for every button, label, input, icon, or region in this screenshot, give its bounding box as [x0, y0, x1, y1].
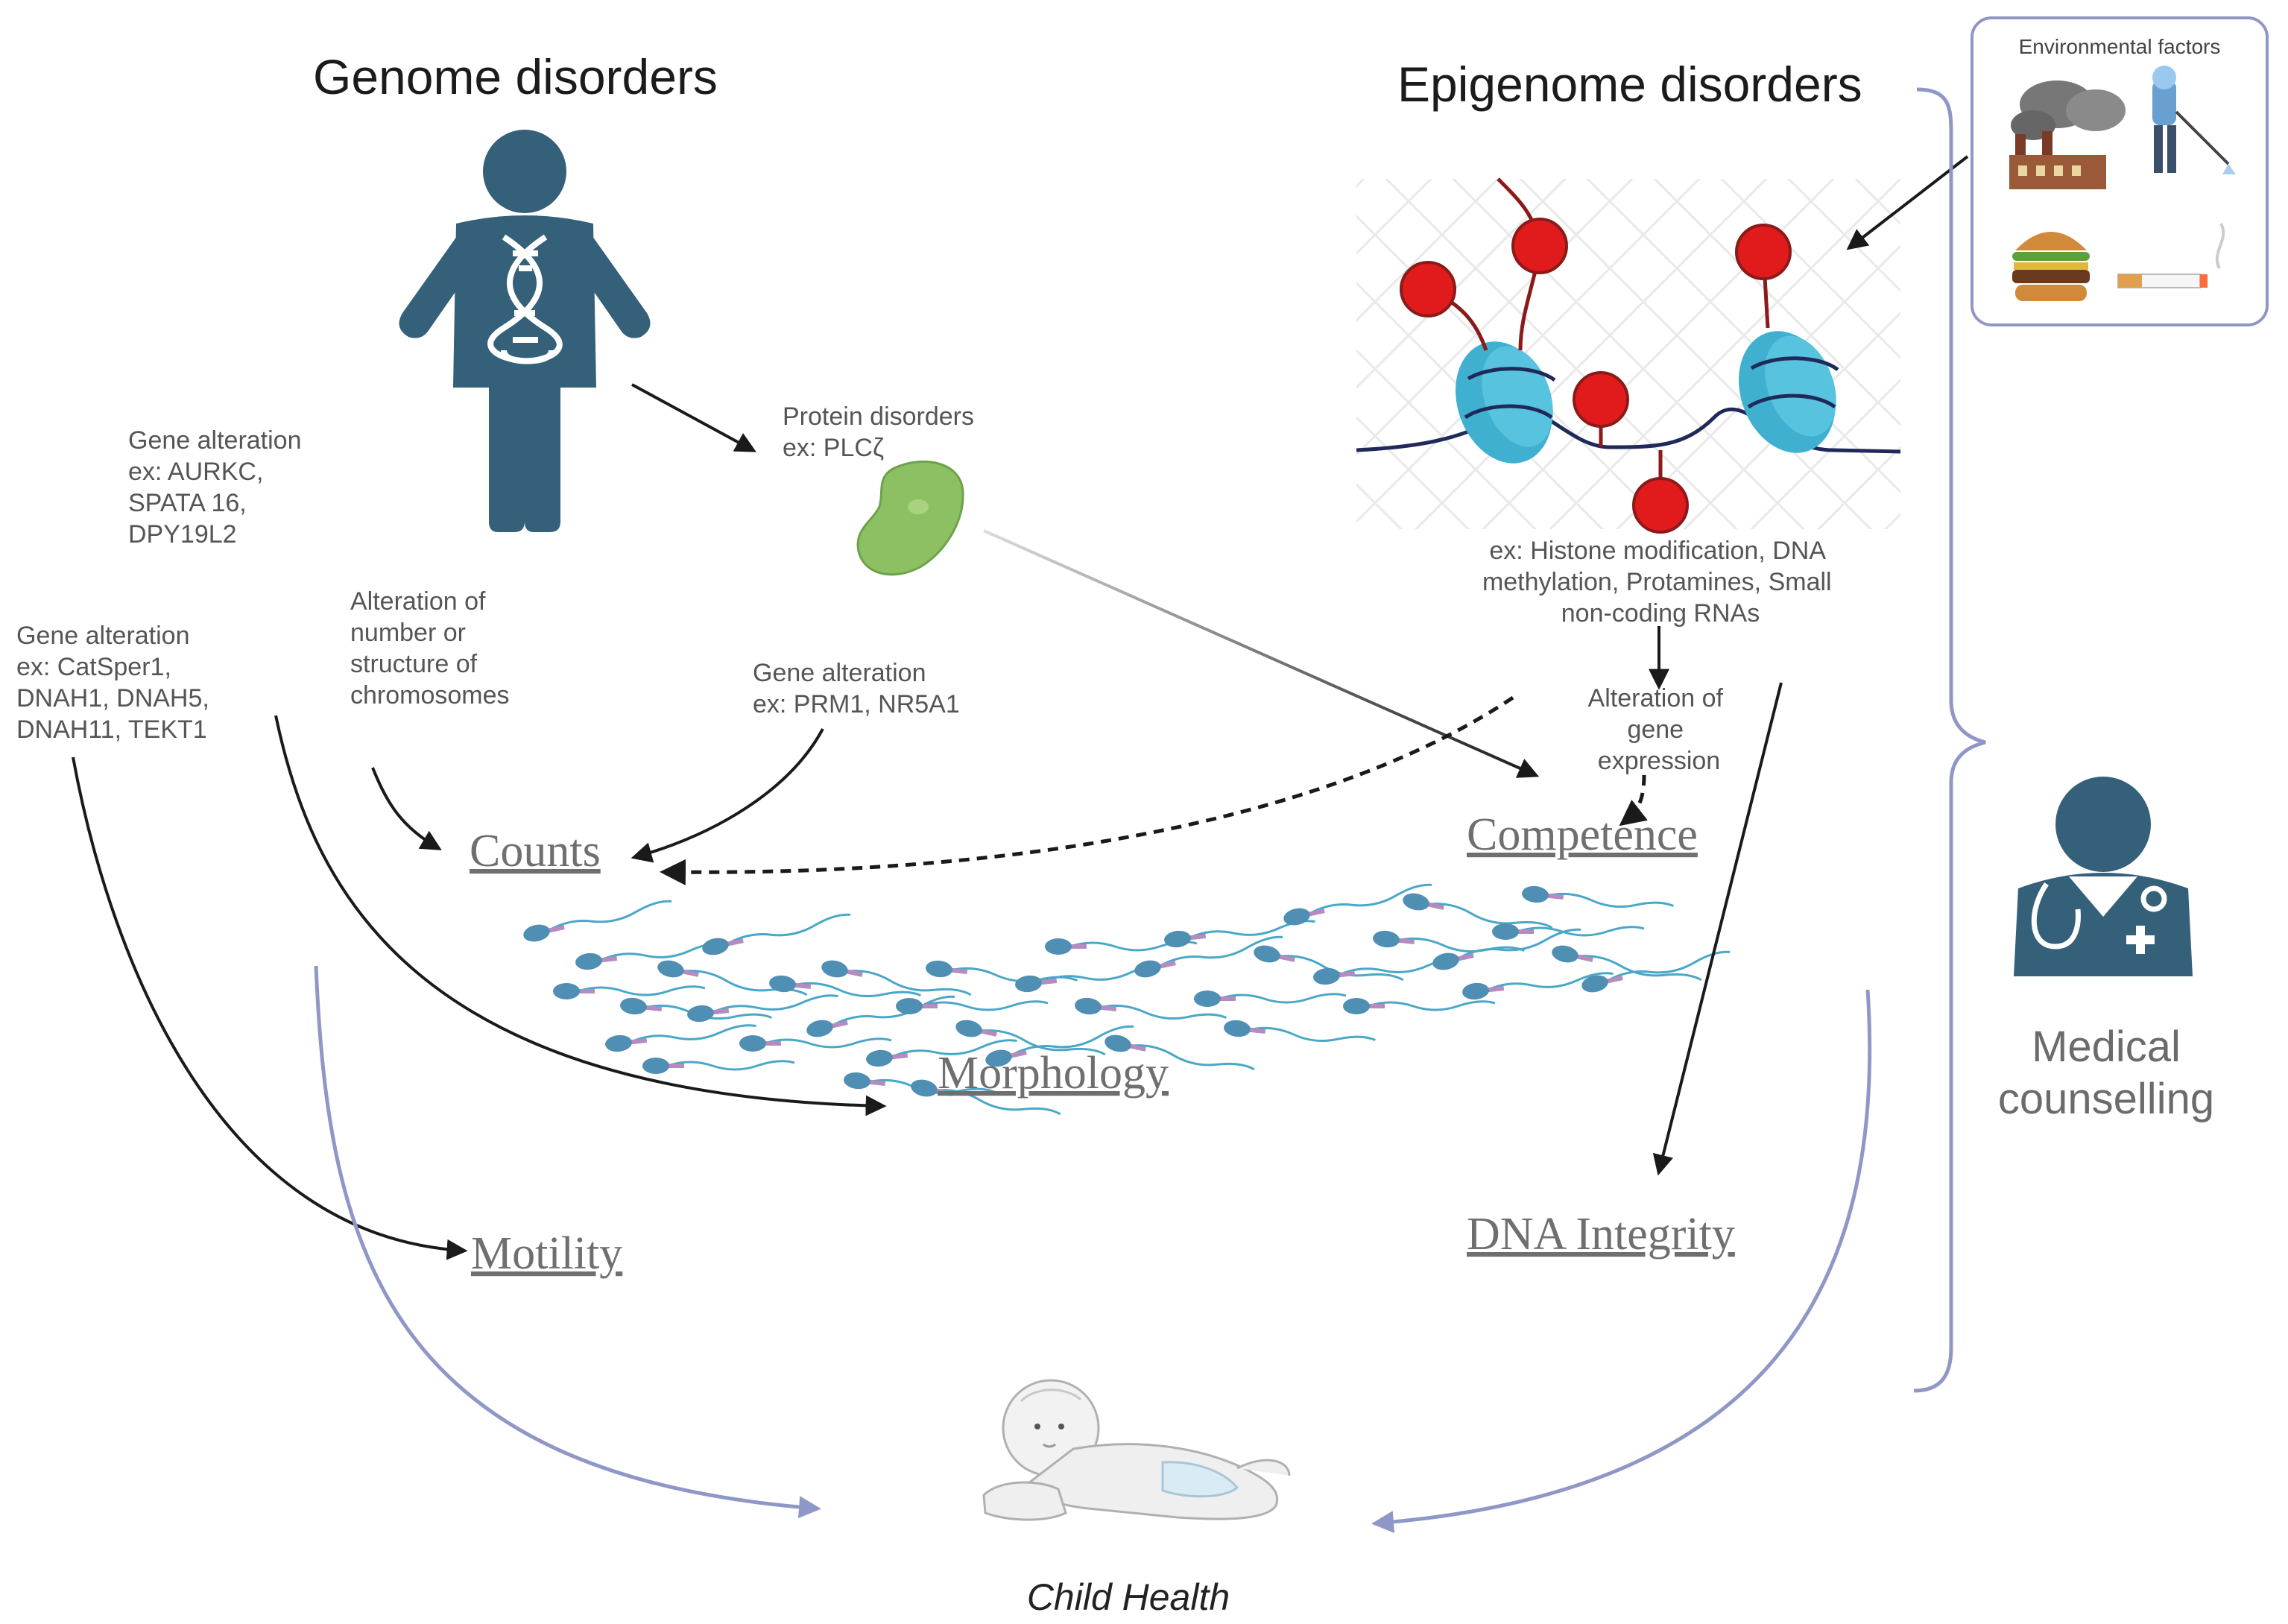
prm1-to-counts-arrow: [631, 728, 824, 863]
gene-alteration-catsper-note: Gene alteration ex: CatSper1, DNAH1, DNA…: [16, 622, 216, 744]
sperm-cells-illustration: [523, 883, 1731, 1116]
trait-motility: Motility: [471, 1228, 622, 1279]
environmental-factors-title: Environmental factors: [2019, 35, 2221, 58]
baby-icon: [982, 1379, 1291, 1521]
human-dna-icon: [399, 130, 651, 532]
sperm-cell: [605, 1024, 756, 1052]
sperm-cell: [911, 1079, 1061, 1116]
note-line: number or: [350, 619, 466, 647]
note-line: methylation, Protamines, Small: [1482, 568, 1832, 596]
sperm-cell: [866, 1039, 1017, 1067]
sperm-cell: [955, 1020, 1106, 1056]
sperm-cell: [1105, 1034, 1255, 1071]
note-line: ex: CatSper1,: [16, 653, 171, 681]
note-line: DNAH11, TEKT1: [16, 715, 207, 744]
gene-alteration-aurkc-note: Gene alteration ex: AURKC, SPATA 16, DPY…: [128, 426, 309, 549]
sperm-cell: [926, 960, 1078, 983]
epigenome-to-child-health-arc: [1371, 989, 1872, 1534]
sperm-cell: [1194, 990, 1347, 1007]
sperm-cell: [553, 983, 706, 999]
sperm-cell: [687, 994, 838, 1023]
sperm-cell: [1343, 998, 1496, 1014]
note-line: chromosomes: [350, 681, 510, 710]
protein-icon: [856, 460, 964, 576]
sperm-cell: [1224, 1020, 1376, 1043]
trait-competence: Competence: [1467, 809, 1698, 860]
factory-icon: [2009, 80, 2126, 189]
child-health-label: Child Health: [1027, 1576, 1230, 1618]
doctor-icon: [2014, 777, 2193, 976]
environmental-factors-box: Environmental factors: [1971, 16, 2269, 326]
sperm-cell: [1403, 893, 1553, 929]
sperm-cell: [821, 960, 972, 996]
sperm-cell: [1075, 997, 1227, 1020]
sperm-cell: [896, 998, 1049, 1014]
sperm-cell: [1492, 923, 1645, 940]
note-line: Protein disorders: [783, 402, 974, 431]
expression-to-competence-arrow: [1619, 774, 1648, 827]
genome-disorders-title: Genome disorders: [313, 49, 718, 104]
note-line: Gene alteration: [753, 659, 926, 687]
epigenetic-examples-note: ex: Histone modification, DNA methylatio…: [1482, 537, 1839, 628]
note-line: Alteration of: [1588, 684, 1724, 713]
cigarette-icon: [2117, 223, 2225, 288]
sperm-cell: [1134, 935, 1283, 978]
note-line: gene: [1627, 715, 1684, 744]
sperm-cell: [1552, 945, 1702, 982]
note-line: Alteration of: [350, 587, 486, 616]
note-line: DNAH1, DNAH5,: [16, 684, 209, 713]
note-line: ex: PLCζ: [783, 434, 884, 462]
note-line: expression: [1598, 747, 1720, 775]
sperm-cell: [739, 1035, 892, 1052]
note-line: Gene alteration: [128, 426, 302, 455]
chromosome-alteration-note: Alteration of number or structure of chr…: [350, 587, 510, 710]
burger-icon: [2012, 232, 2090, 301]
aurkc-to-morphology-arrow: [274, 715, 887, 1116]
epigenome-to-dna-integrity-arrow: [1652, 682, 1783, 1176]
note-line: DPY19L2: [128, 520, 237, 549]
note-line: non-coding RNAs: [1561, 599, 1760, 628]
gene-expression-note: Alteration of gene expression: [1588, 684, 1731, 775]
catsper-to-motility-arrow: [72, 756, 468, 1260]
sperm-cell: [806, 995, 955, 1037]
trait-morphology: Morphology: [938, 1048, 1169, 1099]
epigenome-disorders-title: Epigenome disorders: [1397, 57, 1862, 112]
sperm-cell: [1462, 972, 1614, 1000]
pesticide-sprayer-icon: [2152, 66, 2236, 174]
sperm-cell: [642, 1058, 795, 1074]
sperm-cell: [620, 997, 772, 1020]
note-line: SPATA 16,: [128, 489, 247, 517]
sperm-cell: [523, 900, 672, 942]
note-line: ex: AURKC,: [128, 458, 263, 486]
sperm-cell: [702, 913, 851, 955]
protein-to-competence-arrow: [983, 529, 1540, 778]
genome-to-child-health-arc: [314, 965, 821, 1519]
protein-disorders-note: Protein disorders ex: PLCζ: [783, 402, 981, 462]
note-line: Gene alteration: [16, 622, 190, 650]
environment-to-chromatin-arrow: [1846, 155, 1969, 250]
trait-dna-integrity: DNA Integrity: [1467, 1209, 1735, 1260]
note-line: structure of: [350, 650, 478, 678]
note-line: ex: Histone modification, DNA: [1489, 537, 1826, 565]
sperm-cell: [1373, 930, 1525, 953]
gene-alteration-prm1-note: Gene alteration ex: PRM1, NR5A1: [753, 659, 960, 718]
chromatin-icon: [1356, 177, 1901, 534]
sperm-cell: [985, 1025, 1134, 1067]
note-line: ex: PRM1, NR5A1: [753, 690, 960, 718]
medical-counselling-line2: counselling: [1998, 1075, 2214, 1123]
epigenome-to-counts-dashed-arrow: [660, 695, 1514, 885]
chromosome-to-counts-arrow: [371, 767, 442, 850]
sperm-cell: [1522, 885, 1674, 909]
sperm-cell: [769, 975, 921, 998]
bracket-line: [1913, 87, 1986, 1393]
genome-to-protein-arrow: [631, 383, 756, 452]
trait-counts: Counts: [470, 826, 601, 876]
medical-counselling-line1: Medical: [2032, 1023, 2181, 1071]
sperm-cell: [1283, 883, 1432, 926]
